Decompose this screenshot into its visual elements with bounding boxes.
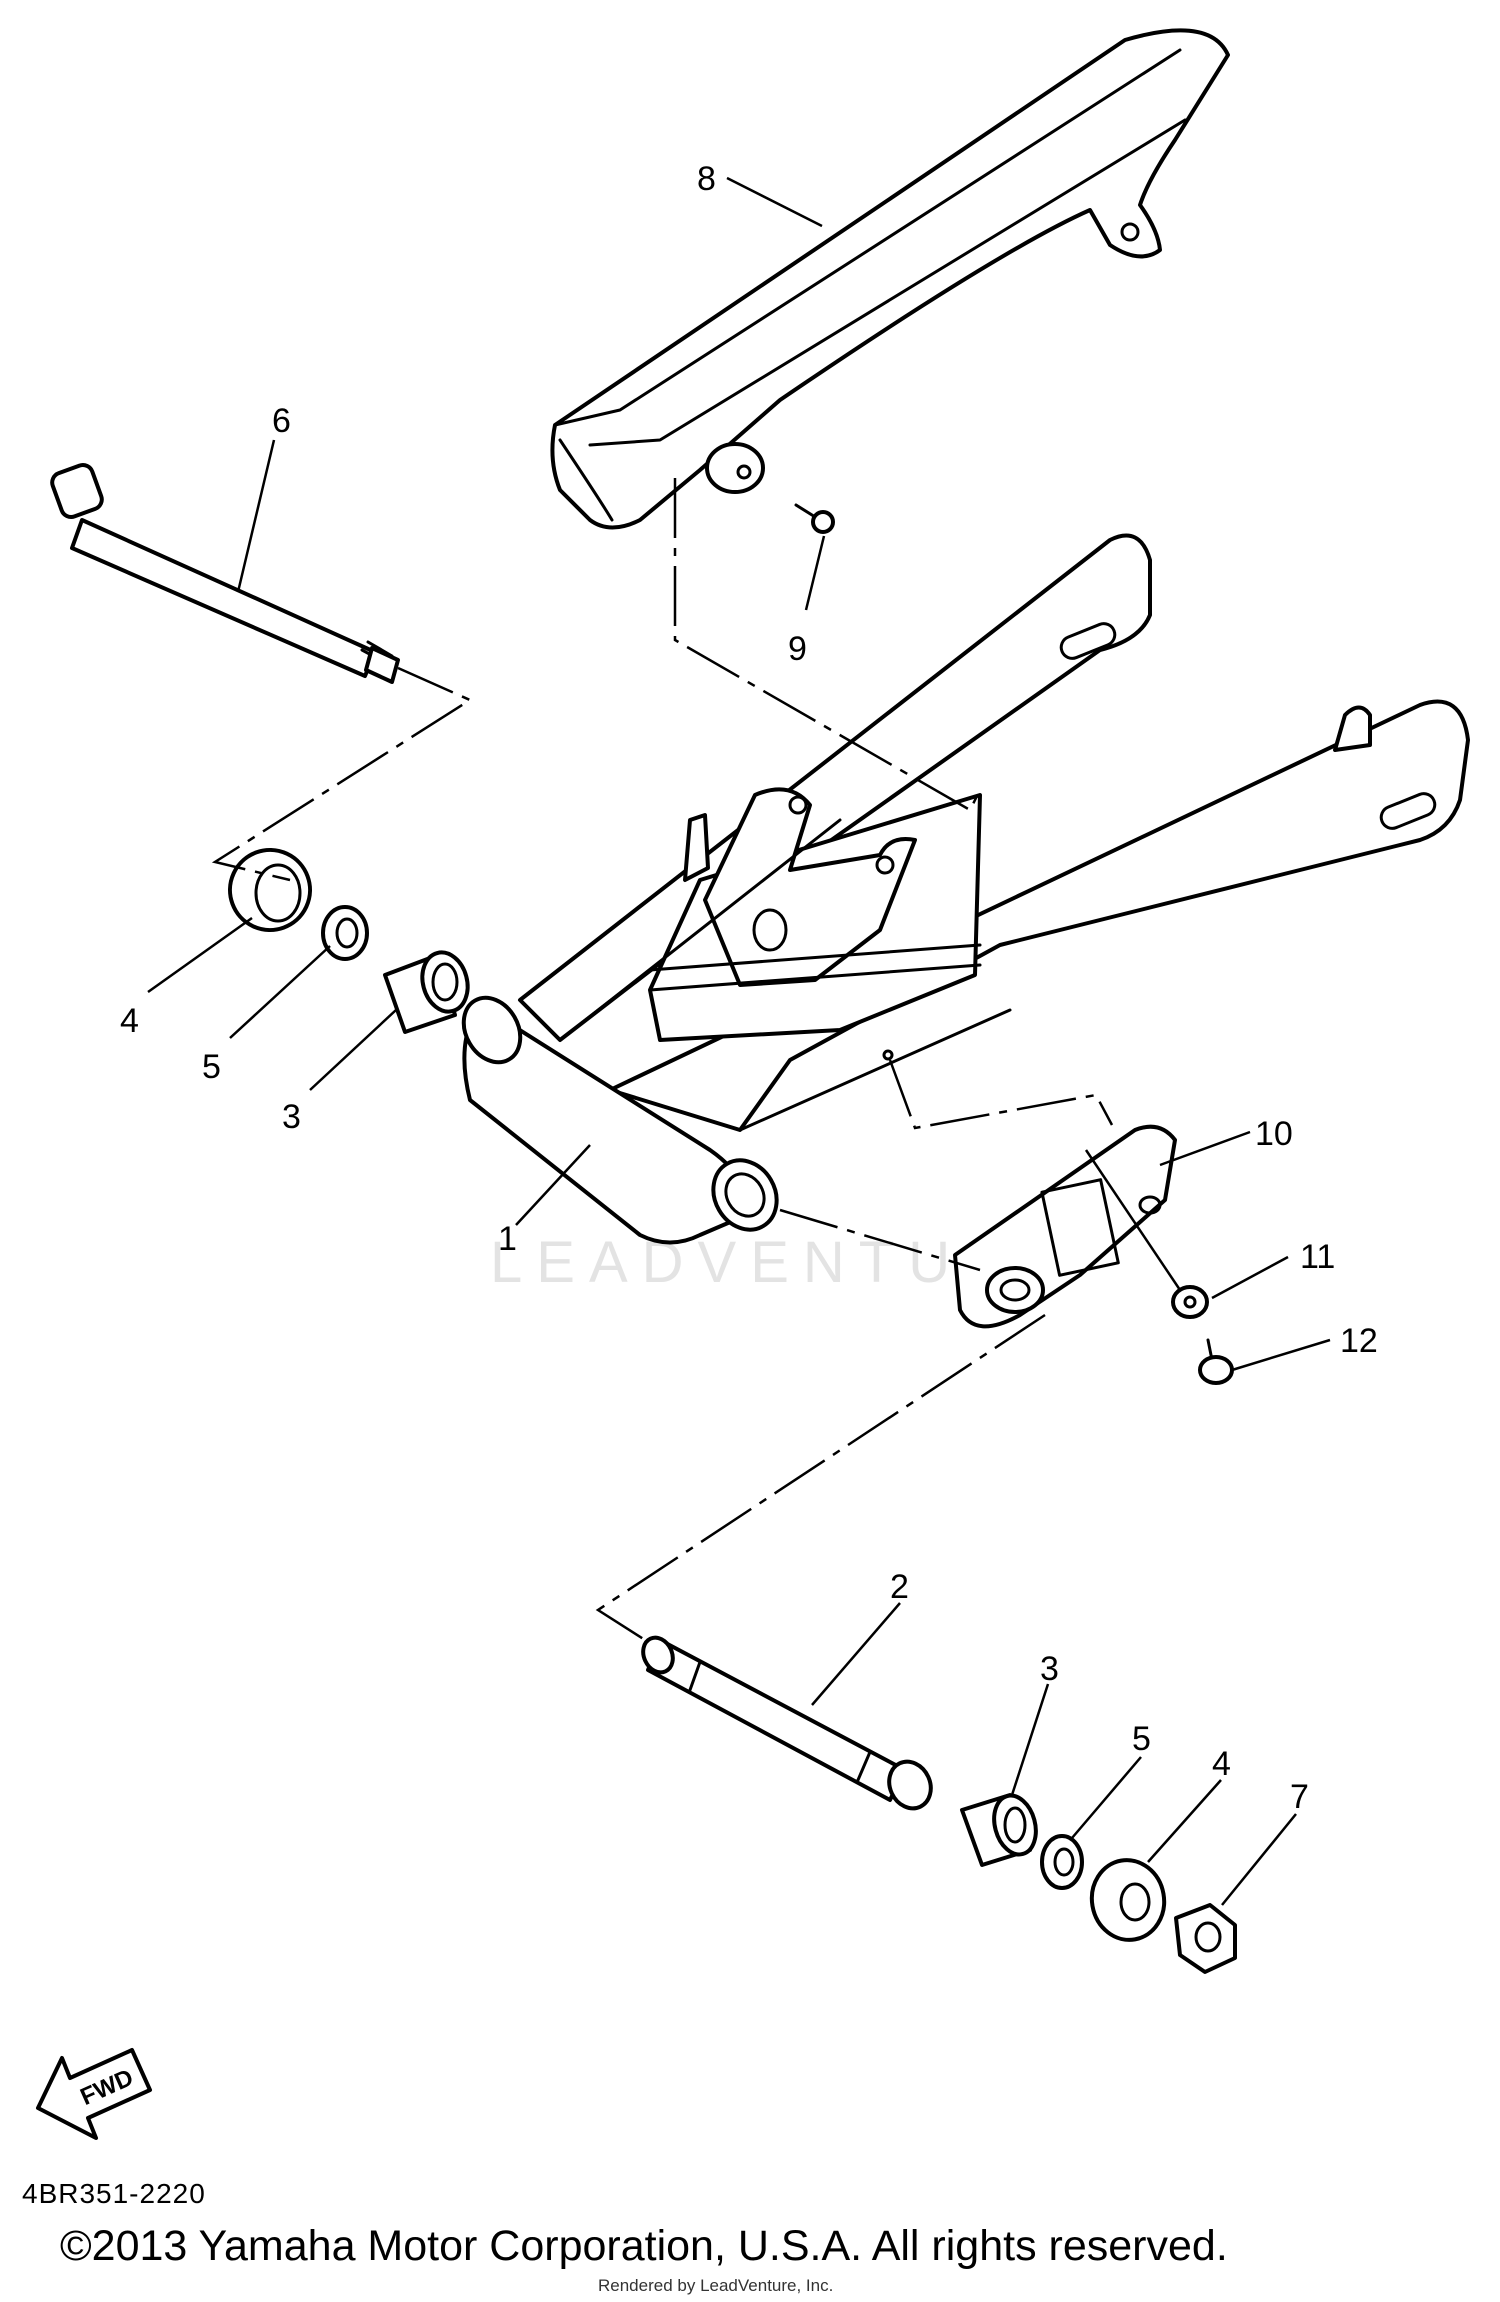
collar-shaft-part-2 — [641, 1635, 933, 1811]
chain-guide-part-10 — [953, 1124, 1177, 1329]
assembly-centerlines — [211, 478, 1182, 1642]
callout-leaders — [147, 176, 1331, 1906]
callout-11: 11 — [1300, 1238, 1335, 1276]
callout-4-upper: 4 — [120, 1002, 139, 1040]
bolt-part-12 — [1198, 1338, 1234, 1385]
washer-part-5-lower — [1040, 1834, 1084, 1890]
copyright-notice: ©2013 Yamaha Motor Corporation, U.S.A. A… — [60, 2222, 1228, 2270]
callout-7: 7 — [1290, 1778, 1309, 1816]
swingarm-part-1 — [461, 533, 1470, 1245]
collar-part-11 — [1171, 1285, 1209, 1319]
callout-4-lower: 4 — [1212, 1745, 1231, 1783]
fwd-arrow-icon: FWD — [36, 2048, 152, 2140]
callout-8: 8 — [697, 160, 716, 198]
nut-part-7 — [1174, 1903, 1237, 1974]
callout-2: 2 — [890, 1568, 909, 1606]
diagram-part-code: 4BR351-2220 — [22, 2178, 206, 2209]
washer-part-5-upper — [321, 905, 369, 961]
callout-5-lower: 5 — [1132, 1720, 1151, 1758]
pivot-shaft-part-6 — [50, 463, 400, 684]
callout-12: 12 — [1340, 1322, 1378, 1360]
chain-case-part-8 — [550, 28, 1230, 530]
bearing-part-3-upper — [383, 950, 470, 1034]
oil-seal-part-4-lower — [1089, 1858, 1167, 1942]
oil-seal-part-4-upper — [228, 848, 312, 932]
render-credit: Rendered by LeadVenture, Inc. — [598, 2276, 834, 2295]
callout-3-lower: 3 — [1040, 1650, 1059, 1688]
screw-part-9 — [794, 503, 835, 534]
callout-numbers: 8 6 9 4 5 3 1 10 11 12 2 3 5 4 7 — [120, 160, 1378, 1816]
callout-6: 6 — [272, 402, 291, 440]
callout-10: 10 — [1255, 1115, 1293, 1153]
callout-9: 9 — [788, 630, 807, 668]
callout-1: 1 — [498, 1220, 517, 1258]
callout-3-upper: 3 — [282, 1098, 301, 1136]
callout-5-upper: 5 — [202, 1048, 221, 1086]
bearing-part-3-lower — [960, 1793, 1038, 1867]
